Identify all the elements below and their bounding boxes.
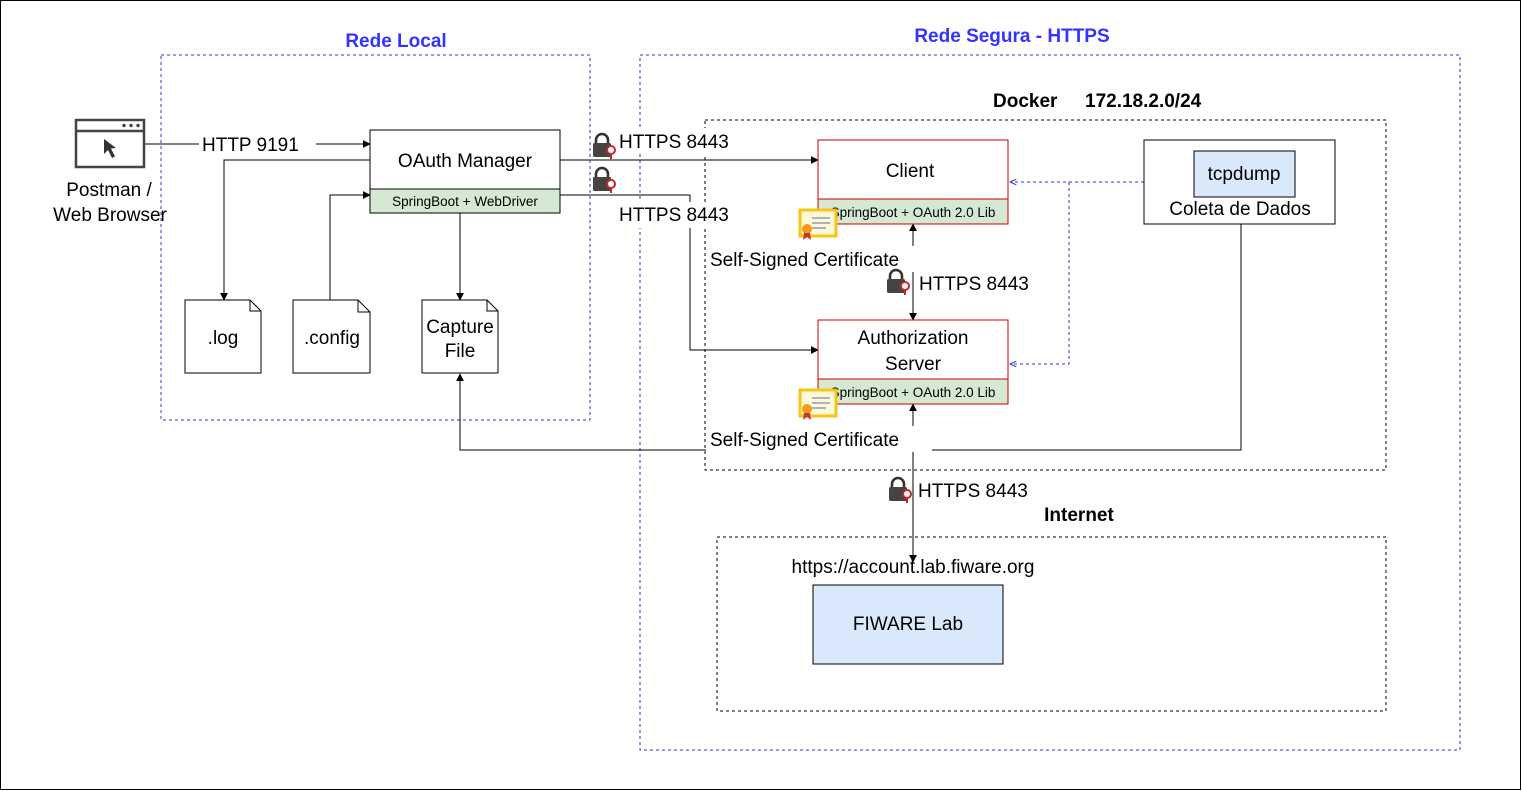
secure-network-title: Rede Segura - HTTPS xyxy=(914,26,1109,47)
tcpdump-box xyxy=(1193,150,1296,198)
secure-network-zone xyxy=(639,54,1461,751)
https-internal-label: HTTPS 8443 xyxy=(919,274,1029,295)
certificate-icon xyxy=(798,208,838,242)
certificate-icon xyxy=(798,388,838,422)
cert-auth-label: Self-Signed Certificate xyxy=(710,430,899,451)
log-file xyxy=(184,299,262,374)
log-connector xyxy=(220,159,370,301)
capture-file-label-line1: Capture xyxy=(426,317,494,338)
https-internet-label: HTTPS 8443 xyxy=(918,481,1028,502)
local-network-title: Rede Local xyxy=(345,31,446,52)
config-connector xyxy=(329,191,371,300)
client-stack xyxy=(817,198,1009,225)
capture-file xyxy=(421,299,499,374)
client-stack-label: SpringBoot + OAuth 2.0 Lib xyxy=(831,205,996,220)
config-file xyxy=(292,299,371,374)
client-title: Client xyxy=(886,161,935,182)
oauth-manager-box xyxy=(369,129,561,190)
docker-subnet: 172.18.2.0/24 xyxy=(1085,91,1202,112)
local-network-zone xyxy=(160,54,591,421)
data-collection-title: Coleta de Dados xyxy=(1169,199,1311,220)
cert-client-label: Self-Signed Certificate xyxy=(710,250,899,271)
browser-label-line1: Postman / xyxy=(66,180,152,201)
oauth-manager-stack xyxy=(369,188,561,214)
fiware-lab-label: FIWARE Lab xyxy=(853,614,963,635)
log-file-label: .log xyxy=(208,328,239,349)
auth-server-stack xyxy=(817,378,1009,405)
browser-window-icon xyxy=(74,118,146,169)
auth-server-title-line2: Server xyxy=(885,354,942,375)
browser-label-line2: Web Browser xyxy=(53,205,167,226)
auth-server-stack-label: SpringBoot + OAuth 2.0 Lib xyxy=(831,385,996,400)
capture-file-label-line2: File xyxy=(445,341,476,362)
https-auth-label: HTTPS 8443 xyxy=(619,205,729,226)
http-9191-label: HTTP 9191 xyxy=(202,135,299,156)
oauth-manager-stack-label: SpringBoot + WebDriver xyxy=(392,194,538,209)
https-client-label: HTTPS 8443 xyxy=(619,132,729,153)
internet-zone xyxy=(716,536,1387,712)
auth-server-box xyxy=(817,319,1009,380)
fiware-lab-box xyxy=(812,584,1004,665)
auth-server-title-line1: Authorization xyxy=(858,328,969,349)
https-auth-connector xyxy=(560,194,819,354)
docker-title: Docker xyxy=(993,91,1058,112)
client-box xyxy=(817,139,1009,200)
config-file-label: .config xyxy=(304,328,360,349)
oauth-manager-title: OAuth Manager xyxy=(398,151,533,172)
internet-title: Internet xyxy=(1044,505,1114,526)
docker-zone xyxy=(704,119,1387,471)
fiware-url: https://account.lab.fiware.org xyxy=(792,557,1035,578)
monitor-auth-connector xyxy=(1010,182,1070,364)
tcpdump-label: tcpdump xyxy=(1208,164,1281,185)
